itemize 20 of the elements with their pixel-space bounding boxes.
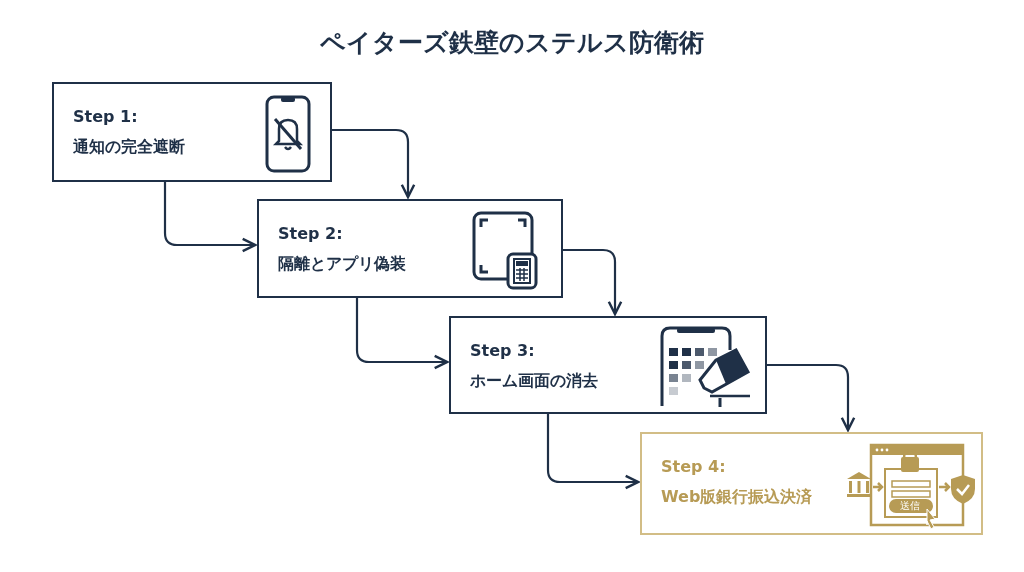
- button-label: 送信: [900, 500, 920, 512]
- arrow: [163, 182, 257, 253]
- arrow: [563, 248, 623, 316]
- step-box: [257, 199, 563, 298]
- arrow: [332, 128, 416, 199]
- arrow: [767, 363, 856, 432]
- step-box: [640, 432, 983, 535]
- title: ペイターズ鉄壁のステルス防衛術: [320, 28, 704, 57]
- arrow: [546, 414, 640, 490]
- step-box: [449, 316, 767, 414]
- step-heading: Step 4:: [661, 457, 726, 476]
- step-box: [52, 82, 332, 182]
- step-text: 隔離とアプリ偽装: [278, 254, 406, 275]
- step-text: ホーム画面の消去: [470, 371, 598, 392]
- step-heading: Step 2:: [278, 224, 343, 243]
- step-text: 通知の完全遮断: [73, 137, 185, 158]
- step-heading: Step 3:: [470, 341, 535, 360]
- arrow: [355, 298, 449, 370]
- step-text: Web版銀行振込決済: [661, 487, 813, 508]
- step-heading: Step 1:: [73, 107, 138, 126]
